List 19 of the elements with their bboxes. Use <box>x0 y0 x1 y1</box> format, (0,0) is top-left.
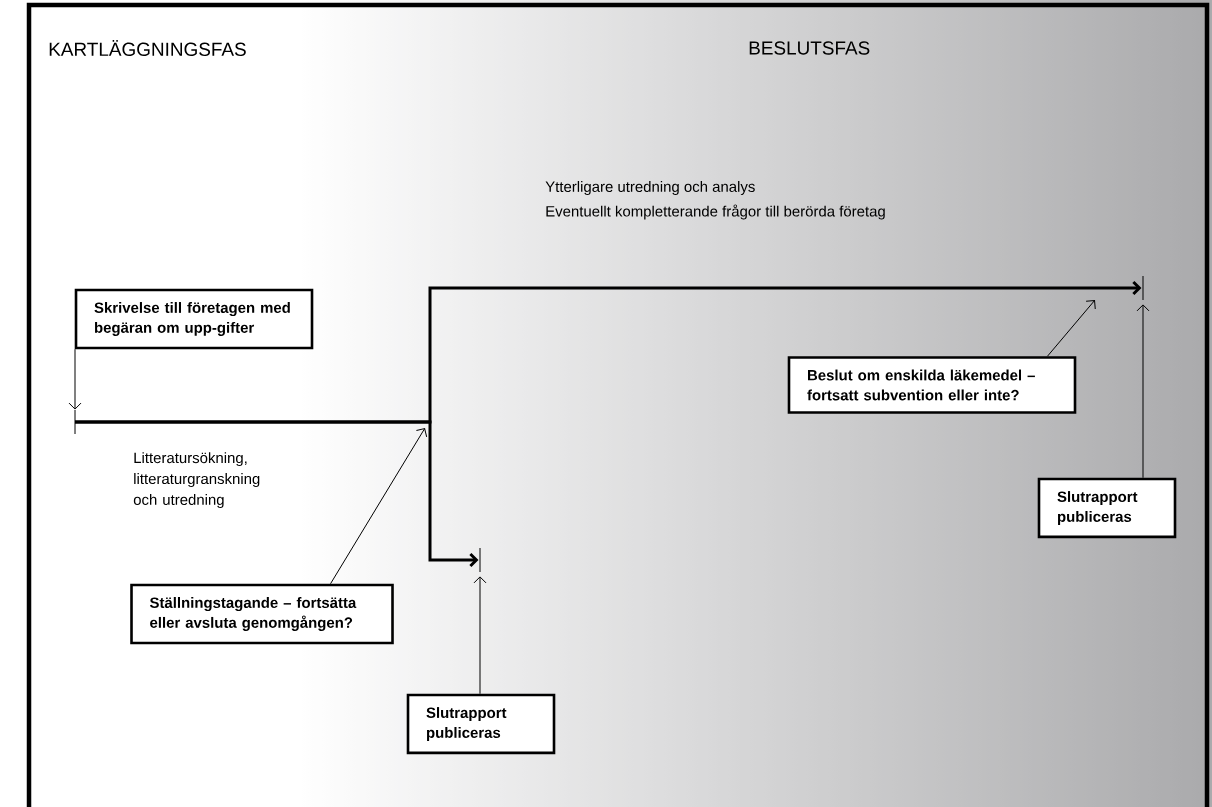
timeline-label: Litteratursökning, litteraturgranskning och utredning <box>133 452 260 508</box>
phase-heading: KARTLÄGGNINGSFAS <box>49 39 246 56</box>
text-box: Slutrapport publiceras <box>1037 477 1177 539</box>
timeline-arrow <box>75 280 1142 424</box>
timeline-label: Ytterligare utredning och analys <box>545 181 755 195</box>
leader-arrow <box>473 576 487 695</box>
tick-mark <box>1142 276 1144 300</box>
text-box: Skrivelse till företagen med begäran om upp-gifter <box>74 288 314 350</box>
leader-arrow <box>1136 304 1150 479</box>
text-box: Ställningstagande – fortsätta eller avsluta genomgången? <box>130 583 394 645</box>
leader-arrow <box>330 428 428 585</box>
phase-heading: BESLUTSFAS <box>749 41 870 55</box>
leader-arrow <box>68 348 82 410</box>
text-box: Beslut om enskilda läkemedel – fortsatt subvention eller inte? <box>787 356 1077 414</box>
timeline-label: Eventuellt kompletterande frågor till berörda företag <box>546 204 885 220</box>
tick-mark <box>479 548 481 572</box>
leader-arrow <box>1046 300 1096 357</box>
text-box: Slutrapport publiceras <box>406 693 556 755</box>
tick-mark <box>74 410 76 434</box>
